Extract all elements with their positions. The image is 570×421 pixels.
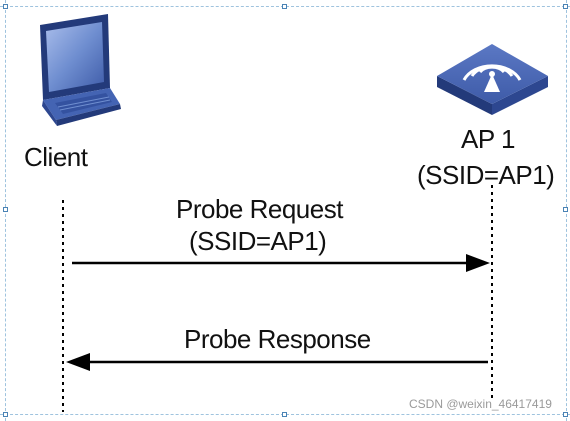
client-label: Client (24, 142, 88, 172)
resize-handle-top-left[interactable] (3, 4, 8, 9)
laptop-icon (40, 14, 121, 126)
resize-handle-top-center[interactable] (282, 4, 287, 9)
wireless-ap-icon (437, 44, 548, 115)
resize-handle-bottom-right[interactable] (563, 412, 568, 417)
ap-label: AP 1 (461, 124, 515, 154)
resize-handle-bottom-center[interactable] (282, 412, 287, 417)
probe-request-arrow (72, 254, 490, 272)
probe-request-label: Probe Request (176, 194, 343, 224)
ap-ssid-label: (SSID=AP1) (417, 160, 555, 190)
resize-handle-bottom-left[interactable] (3, 412, 8, 417)
probe-response-label: Probe Response (184, 324, 371, 354)
probe-request-ssid-label: (SSID=AP1) (189, 226, 327, 256)
watermark: CSDN @weixin_46417419 (409, 397, 552, 411)
resize-handle-middle-right[interactable] (563, 207, 568, 212)
resize-handle-middle-left[interactable] (3, 207, 8, 212)
probe-response-arrow (66, 353, 488, 371)
resize-handle-top-right[interactable] (563, 4, 568, 9)
